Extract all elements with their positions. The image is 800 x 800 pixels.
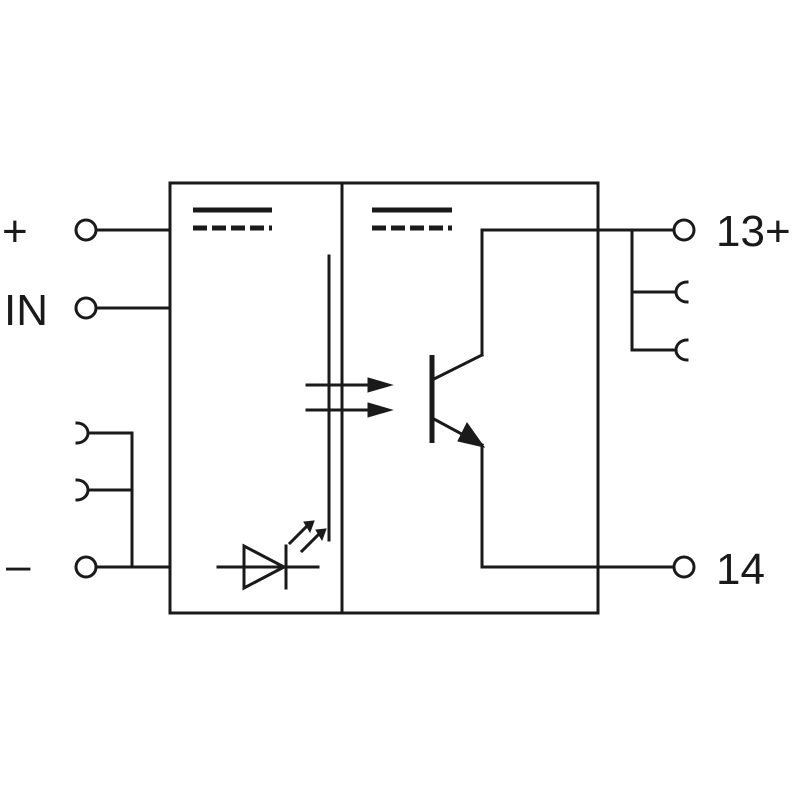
label-minus: – bbox=[6, 541, 31, 590]
arrow-right-icon bbox=[367, 377, 394, 393]
label-in: IN bbox=[4, 286, 48, 335]
output-dc-symbol bbox=[372, 207, 452, 231]
terminal-in bbox=[74, 296, 98, 320]
transistor-collector bbox=[429, 352, 485, 383]
bridge-socket-3 bbox=[674, 280, 689, 304]
label-plus: + bbox=[2, 207, 28, 256]
minus-bridge bbox=[75, 421, 134, 569]
optical-transfer-arrows bbox=[305, 377, 394, 418]
terminal-14 bbox=[672, 555, 696, 579]
output-bridge bbox=[630, 228, 689, 362]
light-arrow-icon bbox=[303, 520, 315, 534]
transistor-symbol bbox=[429, 228, 486, 569]
module-housing bbox=[168, 181, 600, 615]
bridge-socket-1 bbox=[75, 421, 90, 445]
emitter-arrow-icon bbox=[457, 422, 486, 448]
light-arrow-icon bbox=[315, 528, 327, 542]
bridge-socket-4 bbox=[674, 338, 689, 362]
terminal-plus bbox=[74, 218, 98, 242]
label-13: 13+ bbox=[716, 207, 791, 256]
led-symbol bbox=[216, 520, 327, 591]
bridge-socket-2 bbox=[75, 478, 90, 502]
input-dc-symbol bbox=[193, 207, 272, 231]
arrow-right-icon bbox=[367, 402, 394, 418]
label-14: 14 bbox=[716, 545, 765, 594]
terminal-13 bbox=[672, 218, 696, 242]
terminal-minus bbox=[74, 555, 98, 579]
